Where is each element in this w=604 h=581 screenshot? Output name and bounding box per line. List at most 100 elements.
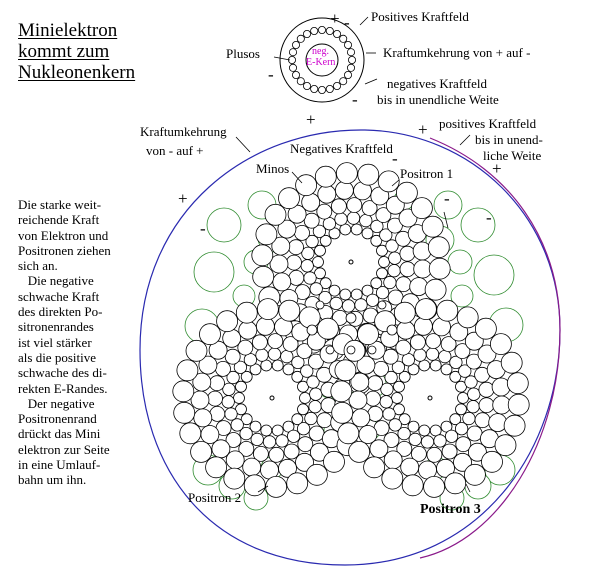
nucleon-circle	[264, 203, 287, 226]
nucleon-circle	[222, 382, 236, 396]
nucleon-circle	[410, 445, 427, 462]
nucleon-circle	[314, 165, 337, 188]
nucleon-circle	[384, 370, 398, 385]
nucleon-circle	[235, 301, 258, 324]
nucleon-circle	[262, 435, 277, 449]
sign-minus: -	[392, 149, 398, 168]
nucleon-circle	[256, 298, 279, 321]
nucleon-circle	[325, 345, 335, 355]
nucleon-circle	[308, 425, 325, 442]
nucleon-circle	[297, 436, 314, 453]
nucleon-circle	[367, 345, 377, 355]
nucleon-circle	[252, 445, 269, 462]
page-title: Minielektron kommt zum Nukleonenkern	[18, 20, 135, 83]
nucleon-circle	[407, 363, 420, 376]
nucleon-circle	[466, 400, 480, 414]
nucleon-circle	[243, 474, 266, 497]
mini-ring-circle	[288, 63, 297, 72]
green-circle	[447, 249, 473, 275]
nucleon-circle	[179, 422, 202, 445]
nucleon-circle	[272, 272, 292, 292]
nucleon-circle	[358, 425, 378, 444]
nucleon-circle	[216, 310, 239, 333]
nucleon-circle	[192, 372, 212, 392]
nucleon-circle	[379, 228, 393, 242]
nucleon-circle	[328, 284, 341, 297]
nucleon-circle	[251, 244, 274, 267]
negatives-kraftfeld-big-label: Negatives Kraftfeld	[290, 141, 393, 156]
nucleon-circle	[238, 440, 255, 457]
kraftumkehrung-big-line-2: von - auf +	[146, 143, 204, 158]
nucleon-circle	[233, 360, 247, 374]
nucleon-circle	[291, 355, 305, 369]
title-line-3: Nukleonenkern	[18, 62, 136, 83]
nucleon-circle	[329, 296, 343, 310]
nucleon-circle	[454, 343, 471, 360]
nucleon-circle	[286, 254, 302, 271]
nucleon-circle	[420, 435, 435, 449]
nucleon-circle	[424, 278, 447, 301]
nucleon-circle	[334, 212, 348, 226]
nucleon-circle	[198, 355, 218, 375]
nucleon-circle	[296, 343, 313, 360]
nucleon-circle	[317, 184, 337, 204]
sign-plus: +	[492, 159, 502, 178]
nucleon-circle	[176, 359, 199, 382]
positron-3-center	[427, 395, 433, 401]
green-circle	[206, 207, 242, 243]
nucleon-circle	[280, 349, 294, 364]
nucleon-circle	[399, 261, 416, 278]
nucleon-circle	[283, 443, 300, 460]
positron-1-center	[348, 259, 354, 265]
sign-plus: +	[178, 189, 188, 208]
sign-plus: +	[306, 110, 316, 129]
nucleon-circle	[388, 251, 402, 265]
nucleon-circle	[413, 316, 433, 336]
nucleon-circle	[367, 375, 383, 392]
nucleon-circle	[456, 306, 479, 329]
mini-core-label-2: E-Kern	[306, 57, 336, 68]
sign-minus: -	[444, 189, 450, 208]
nucleon-circle	[465, 353, 482, 370]
nucleon-circle	[316, 317, 339, 340]
nucleon-circle	[286, 429, 301, 443]
nucleon-circle	[457, 392, 469, 404]
description-text: Die starke weit- reichende Kraft von Ele…	[18, 197, 111, 488]
mini-ring-circle	[302, 29, 311, 38]
nucleon-circle	[223, 467, 246, 490]
nucleon-circle	[295, 452, 314, 472]
nucleon-circle	[295, 174, 318, 197]
mini-ring-circle	[296, 77, 305, 86]
nucleon-circle	[209, 375, 225, 392]
nucleon-circle	[237, 339, 254, 356]
nucleon-circle	[381, 467, 404, 490]
nucleon-circle	[365, 293, 380, 307]
nucleon-circle	[423, 475, 446, 498]
nucleon-circle	[386, 217, 403, 234]
nucleon-circle	[328, 227, 341, 240]
nucleon-circle	[507, 393, 530, 416]
nucleon-circle	[397, 426, 411, 441]
mini-ring-circle	[317, 25, 326, 34]
negatives-kraftfeld-line-2: bis in unendliche Weite	[377, 92, 499, 107]
nucleon-circle	[421, 215, 444, 238]
nucleon-circle	[239, 426, 253, 441]
nucleon-circle	[401, 474, 424, 497]
nucleon-circle	[250, 432, 264, 446]
nucleon-circle	[478, 381, 495, 398]
nucleon-circle	[396, 440, 413, 457]
nucleon-circle	[312, 256, 324, 268]
nucleon-circle	[393, 380, 405, 393]
mini-ring-circle	[291, 71, 300, 80]
nucleon-circle	[225, 432, 242, 448]
nucleon-circle	[271, 359, 284, 372]
nucleon-circle	[388, 418, 402, 432]
mini-ring-circle	[302, 82, 311, 91]
nucleon-circle	[382, 348, 399, 365]
nucleon-circle	[301, 246, 315, 260]
mini-ring-circle	[325, 85, 334, 94]
nucleon-circle	[399, 245, 416, 262]
nucleon-circle	[224, 348, 241, 365]
nucleon-circle	[200, 425, 220, 444]
nucleon-circle	[242, 457, 262, 477]
